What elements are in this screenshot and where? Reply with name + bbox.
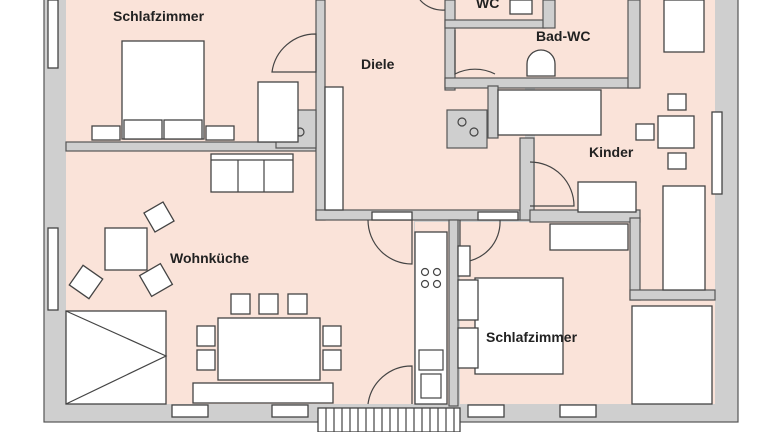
window [271,404,309,418]
kinder-bed [662,185,706,291]
entrance-door[interactable] [367,365,413,405]
wall [629,217,641,301]
room-label-kinder: Kinder [589,144,634,160]
wall [315,0,326,221]
window [47,227,59,311]
window [559,404,597,418]
dining-table [217,317,321,381]
room-kinder-top [555,0,640,86]
sideboard [192,382,334,404]
window [47,0,59,69]
room-label-bad-wc: Bad-WC [536,28,590,44]
room-label-schlafzimmer: Schlafzimmer [113,8,205,24]
wall [542,0,556,29]
room-label-schlafzimmer-2: Schlafzimmer [486,329,578,345]
wall [448,219,459,407]
dresser [549,223,629,251]
kinder-bed [497,89,602,136]
coffee-table [104,227,148,271]
kitchen-counter [414,231,448,405]
kinder-desk [657,115,695,149]
room-diele-upper [325,0,445,90]
toilet [509,0,533,15]
door[interactable] [419,0,446,11]
armchair [68,264,104,300]
wardrobe [631,305,713,405]
wall [629,289,716,301]
armchair [143,201,175,233]
door[interactable] [271,33,317,73]
wardrobe [257,81,299,143]
window [371,211,413,221]
armchair [138,262,174,298]
window [477,211,519,221]
window [171,404,209,418]
nightstand [205,125,235,141]
dresser [577,181,637,213]
nightstand [457,245,471,277]
chimney [446,109,488,149]
door[interactable] [367,219,413,265]
nightstand [91,125,121,141]
window [711,111,723,195]
sink [418,349,444,371]
wall [487,85,499,139]
wall [444,0,456,91]
bed [474,277,564,375]
room-label-wc: WC [476,0,499,11]
coat-rack [324,86,344,211]
shelf [663,0,705,53]
washbasin [526,49,556,77]
wall [444,77,639,89]
door[interactable] [529,161,575,207]
stairwell [65,310,168,405]
window [467,404,505,418]
wall [519,137,535,221]
room-label-wohnkueche: Wohnküche [170,250,249,266]
entrance-stairs [317,407,461,432]
room-label-diele: Diele [361,56,395,72]
wall [627,0,641,89]
wall [444,19,546,29]
door[interactable] [454,30,496,75]
